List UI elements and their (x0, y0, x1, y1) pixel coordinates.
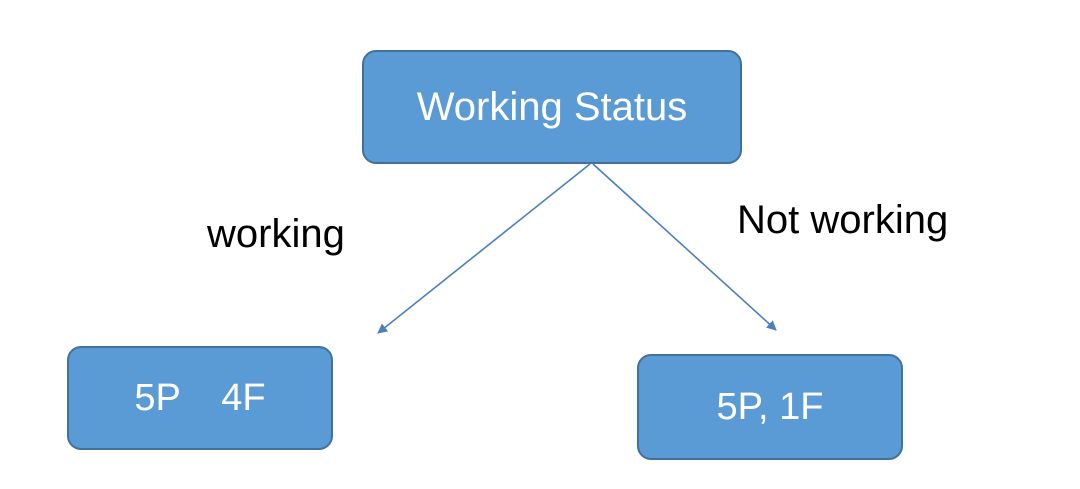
leaf-node-not-working: 5P, 1F (637, 354, 903, 460)
leaf-node-working-label: 5P 4F (134, 376, 266, 419)
edge-working-arrow (377, 163, 591, 334)
edge-label-working: working (207, 212, 345, 256)
root-node-label: Working Status (416, 84, 688, 129)
leaf-node-not-working-label: 5P, 1F (716, 385, 824, 428)
leaf-node-working: 5P 4F (67, 346, 333, 450)
edge-label-not-working: Not working (737, 198, 949, 242)
edge-not-working-arrow (592, 163, 777, 331)
root-node-working-status: Working Status (362, 50, 742, 164)
